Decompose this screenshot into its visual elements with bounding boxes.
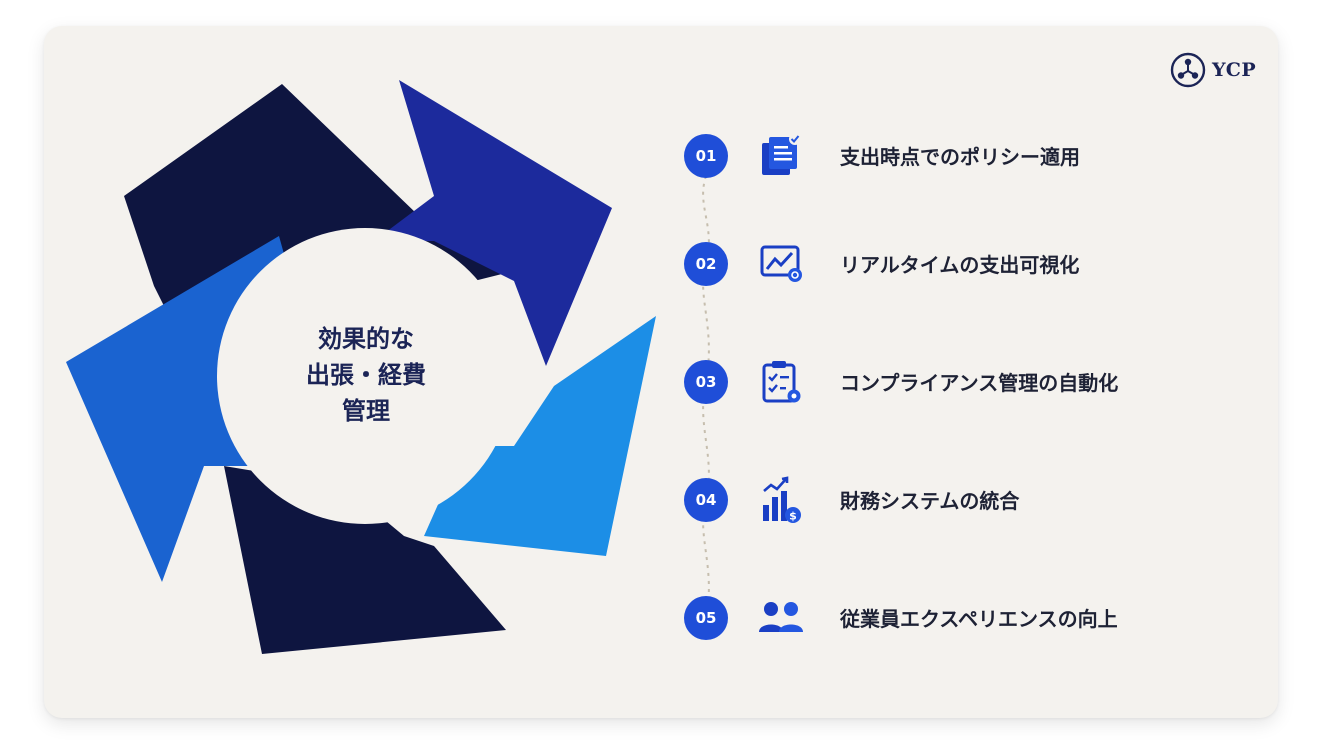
step-4-number: 04	[684, 478, 728, 522]
center-circle	[217, 228, 513, 524]
step-4: 04 $ 財務システムの統合	[684, 470, 1019, 530]
step-5-number: 05	[684, 596, 728, 640]
center-title-line-1: 効果的な	[318, 325, 414, 353]
arrow-bottom	[224, 466, 506, 654]
pinwheel-diagram	[66, 80, 656, 654]
step-2-number: 02	[684, 242, 728, 286]
step-3: 03 コンプライアンス管理の自動化	[684, 352, 1118, 412]
ycp-logo: YCP	[1170, 52, 1256, 88]
arrow-right	[424, 316, 656, 556]
svg-text:$: $	[789, 510, 797, 523]
center-title-line-2: 出張・経費	[306, 361, 426, 389]
step-5-label: 従業員エクスペリエンスの向上	[840, 607, 1118, 631]
checklist-clipboard-icon	[756, 358, 806, 406]
step-1-number: 01	[684, 134, 728, 178]
center-title-line-3: 管理	[342, 397, 390, 425]
step-1: 01 支出時点でのポリシー適用	[684, 126, 1080, 186]
step-3-number: 03	[684, 360, 728, 404]
step-3-label: コンプライアンス管理の自動化	[840, 371, 1119, 395]
center-title: 効果的な 出張・経費 管理	[218, 266, 514, 484]
document-check-icon	[756, 132, 806, 180]
step-2-label: リアルタイムの支出可視化	[840, 253, 1080, 277]
step-connector	[702, 175, 710, 619]
step-5: 05 従業員エクスペリエンスの向上	[684, 588, 1118, 648]
arrow-top-right	[374, 80, 612, 366]
chart-monitor-icon	[756, 240, 806, 288]
step-4-label: 財務システムの統合	[840, 489, 1020, 513]
ycp-triad-logo-icon	[1170, 52, 1206, 88]
step-2: 02 リアルタイムの支出可視化	[684, 234, 1079, 294]
people-icon	[756, 594, 806, 642]
step-1-label: 支出時点でのポリシー適用	[840, 145, 1080, 169]
bar-chart-dollar-icon: $	[756, 476, 806, 524]
slide-card: YCP 効果的な 出張・経費 管理 01	[44, 26, 1278, 718]
logo-text: YCP	[1212, 59, 1257, 81]
